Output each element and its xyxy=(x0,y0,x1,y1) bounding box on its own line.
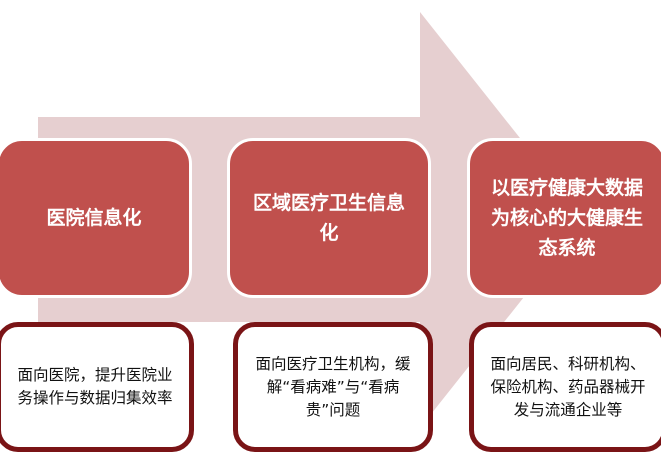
stage-3-box: 以医疗健康大数据为核心的大健康生态系统 xyxy=(467,138,661,298)
stage-2-description: 面向医疗卫生机构，缓解“看病难”与“看病贵”问题 xyxy=(255,354,411,419)
stage-1-box: 医院信息化 xyxy=(0,138,192,298)
stage-3-description-box: 面向居民、科研机构、保险机构、药品器械开发与流通企业等 xyxy=(469,322,661,452)
stage-3-description: 面向居民、科研机构、保险机构、药品器械开发与流通企业等 xyxy=(490,354,646,419)
stage-3-title: 以医疗健康大数据为核心的大健康生态系统 xyxy=(490,177,643,259)
stage-2-box: 区域医疗卫生信息化 xyxy=(227,138,431,298)
stage-1-description-box: 面向医院，提升医院业务操作与数据归集效率 xyxy=(0,322,194,452)
stage-1-title: 医院信息化 xyxy=(46,207,142,229)
stage-1-description: 面向医院，提升医院业务操作与数据归集效率 xyxy=(17,366,173,407)
stage-2-description-box: 面向医疗卫生机构，缓解“看病难”与“看病贵”问题 xyxy=(233,322,433,452)
stage-2-title: 区域医疗卫生信息化 xyxy=(252,192,405,244)
